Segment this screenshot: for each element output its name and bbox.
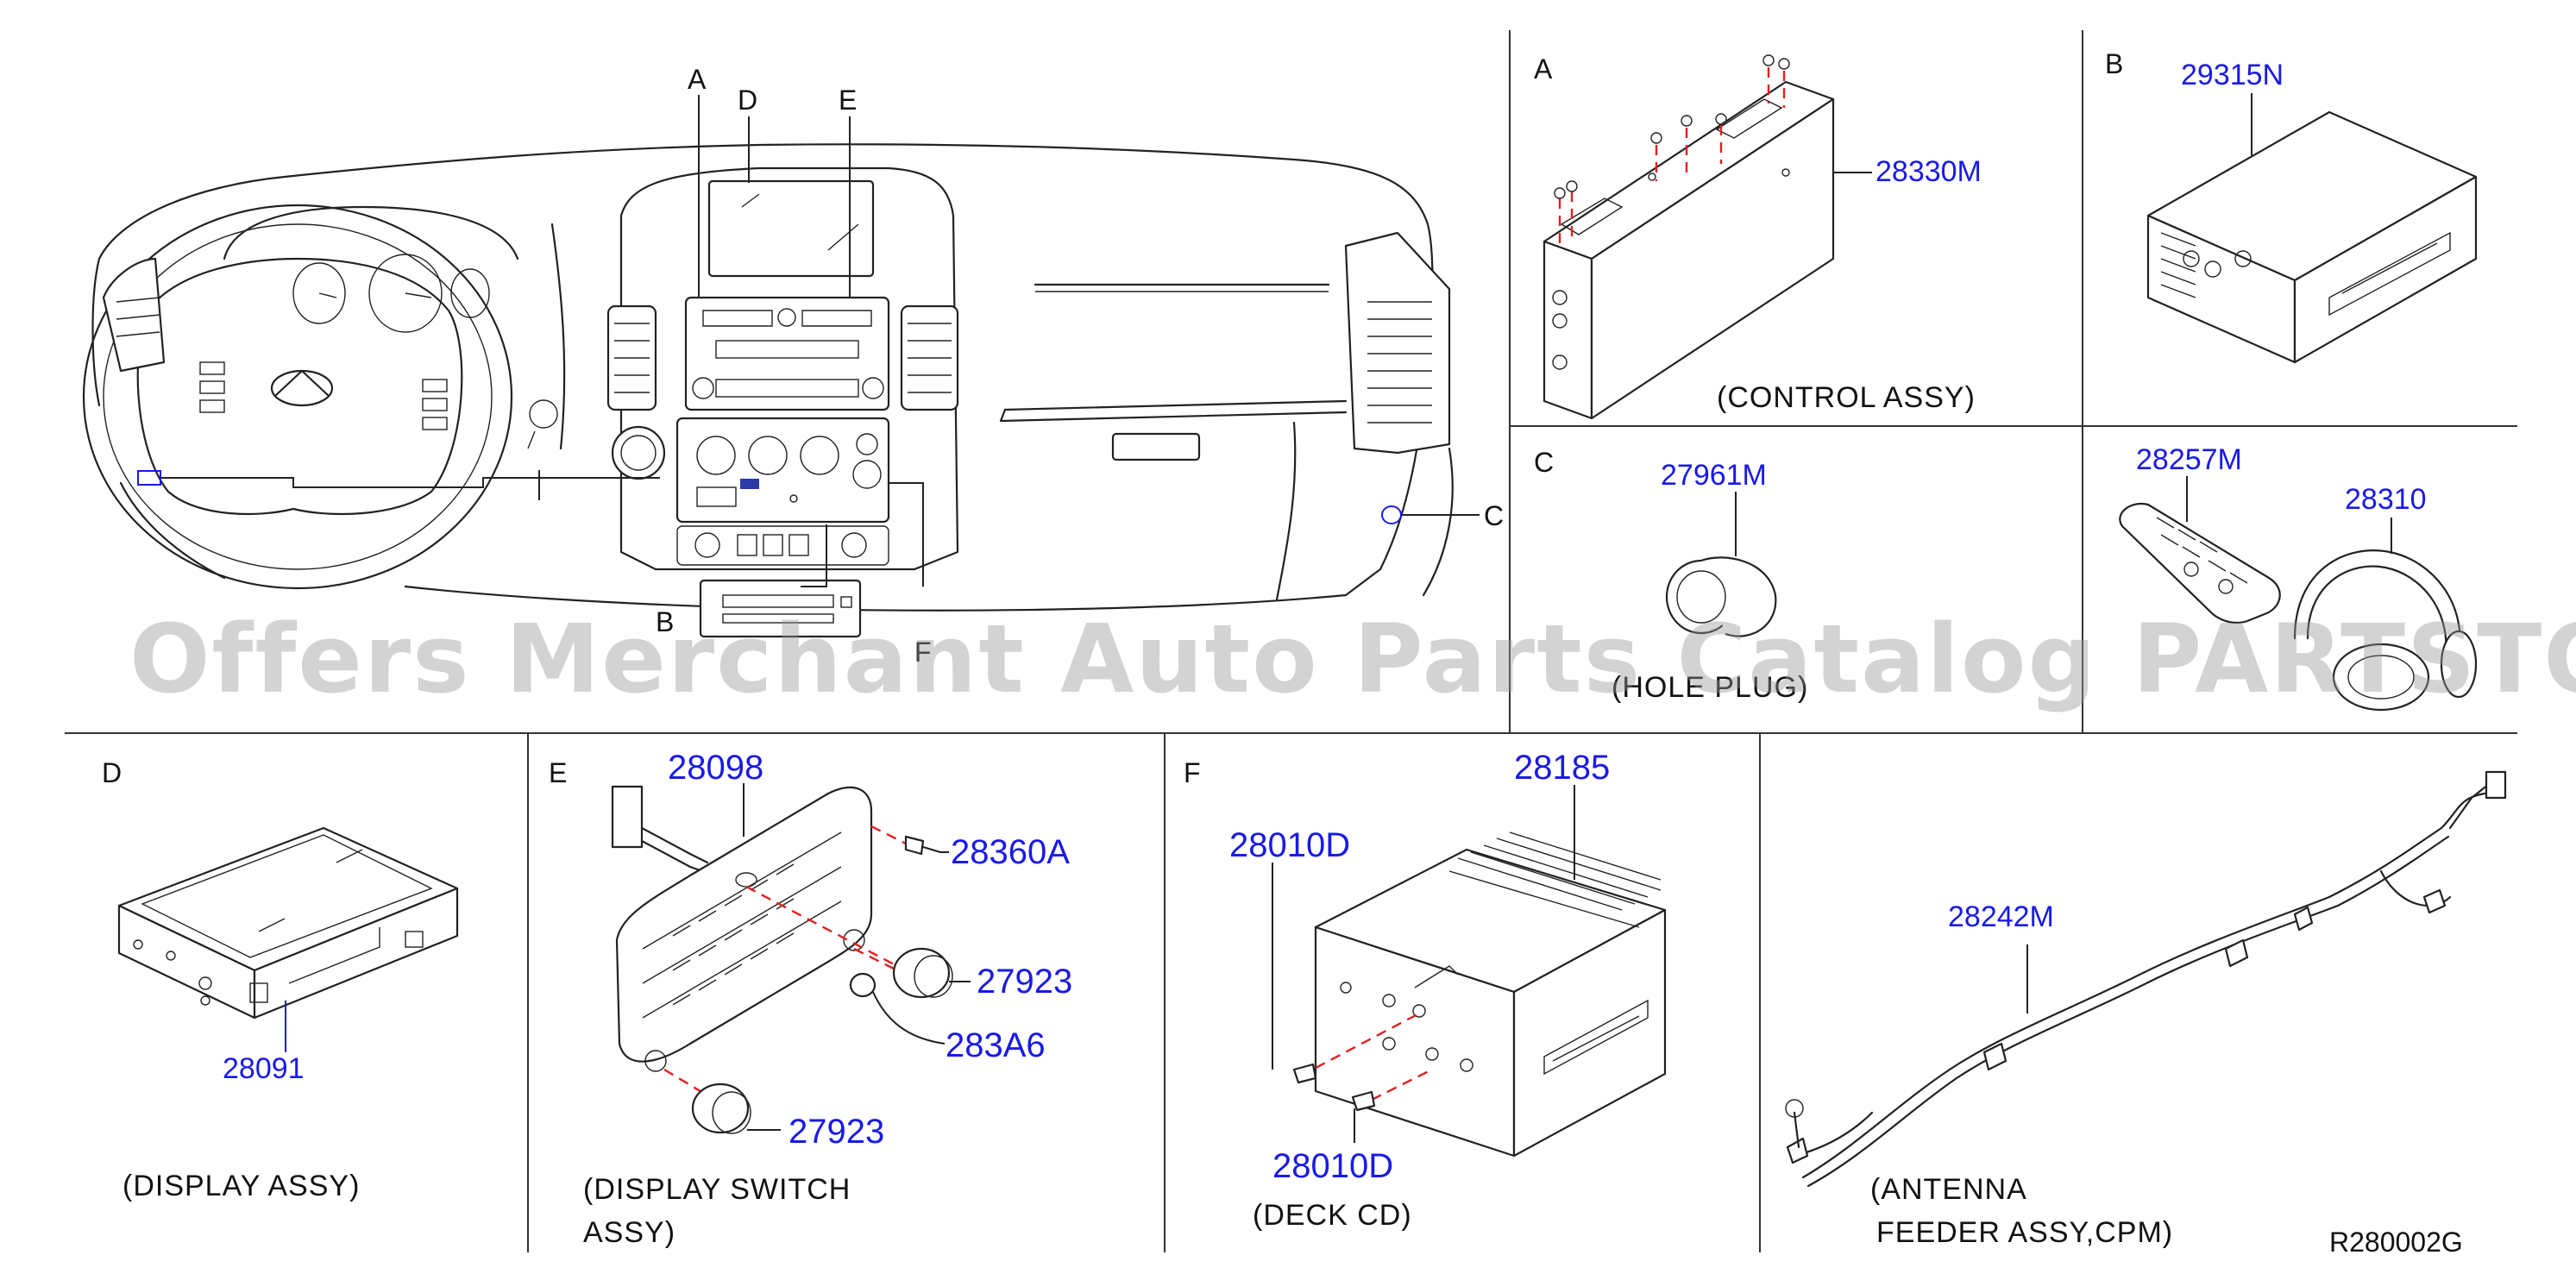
section-b-label: B xyxy=(2105,48,2124,79)
caption-display-assy: (DISPLAY ASSY) xyxy=(123,1170,361,1202)
part-number-control-assy[interactable]: 28330M xyxy=(1875,155,1982,188)
section-c-label: C xyxy=(1534,447,1555,478)
part-number-knob-top[interactable]: 27923 xyxy=(977,963,1073,1001)
antenna-feeder-drawing xyxy=(1785,770,2507,1188)
callout-d: D xyxy=(738,85,758,116)
part-number-screw-f-top[interactable]: 28010D xyxy=(1229,826,1351,864)
caption-deck-cd: (DECK CD) xyxy=(1253,1199,1412,1232)
callout-a: A xyxy=(688,64,707,95)
remote-headphones-drawing xyxy=(2119,476,2478,712)
section-e-label: E xyxy=(549,757,568,788)
deck-cd-drawing xyxy=(1272,785,1667,1158)
part-number-deck-b[interactable]: 29315N xyxy=(2181,59,2284,91)
caption-antenna-2: FEEDER ASSY,CPM) xyxy=(1876,1216,2174,1249)
part-number-antenna[interactable]: 28242M xyxy=(1948,900,2054,933)
watermark-text: Offers Merchant Auto Parts Catalog PARTS… xyxy=(129,604,2576,714)
callout-e: E xyxy=(839,85,858,116)
part-number-display-switch[interactable]: 28098 xyxy=(668,749,764,787)
caption-control-assy: (CONTROL ASSY) xyxy=(1717,381,1976,414)
section-d-label: D xyxy=(102,757,123,788)
part-number-knob-bottom[interactable]: 27923 xyxy=(789,1113,885,1151)
part-number-hole-plug[interactable]: 27961M xyxy=(1661,459,1767,492)
callout-c: C xyxy=(1484,500,1505,531)
part-number-knob-small[interactable]: 283A6 xyxy=(946,1026,1046,1064)
part-number-screw-e[interactable]: 28360A xyxy=(951,833,1070,871)
hole-plug-drawing xyxy=(1665,492,1777,637)
part-number-deck-cd[interactable]: 28185 xyxy=(1514,749,1611,787)
display-assy-drawing xyxy=(117,826,459,1052)
control-assy-drawing xyxy=(1542,54,1872,420)
caption-hole-plug: (HOLE PLUG) xyxy=(1612,671,1809,704)
reference-code: R280002G xyxy=(2329,1227,2463,1258)
caption-display-switch-2: ASSY) xyxy=(583,1216,676,1249)
part-number-remote[interactable]: 28257M xyxy=(2136,443,2242,476)
section-a-label: A xyxy=(1534,53,1553,85)
part-number-display-assy[interactable]: 28091 xyxy=(223,1052,305,1085)
caption-antenna-1: (ANTENNA xyxy=(1870,1173,2027,1206)
dashboard-overview xyxy=(82,95,1480,638)
callout-f: F xyxy=(914,637,932,668)
part-number-screw-f-bottom[interactable]: 28010D xyxy=(1272,1147,1394,1185)
display-switch-drawing xyxy=(611,783,971,1134)
deck-b-drawing xyxy=(2146,93,2478,364)
caption-display-switch-1: (DISPLAY SWITCH xyxy=(583,1173,851,1206)
part-number-headphones[interactable]: 28310 xyxy=(2345,483,2427,516)
panel-grid xyxy=(65,30,2517,1252)
section-f-label: F xyxy=(1184,757,1201,788)
callout-b: B xyxy=(656,606,675,637)
